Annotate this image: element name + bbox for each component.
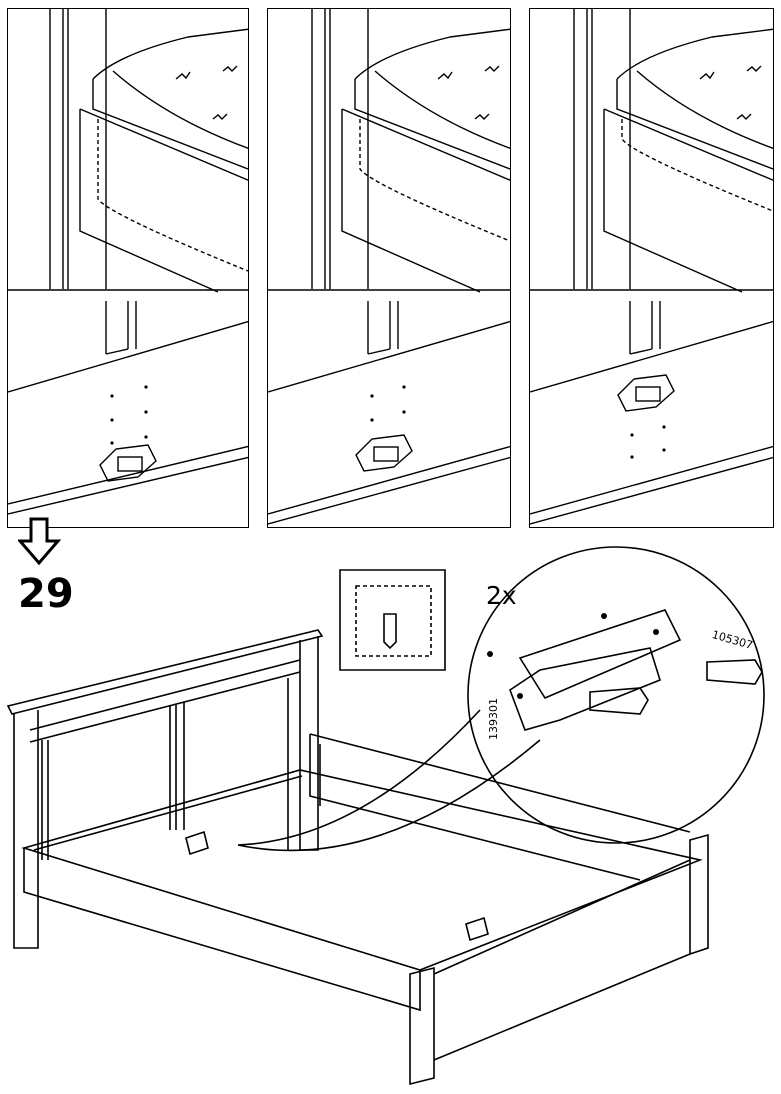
option-panel-1 bbox=[7, 8, 249, 528]
option-panel-3 bbox=[529, 8, 774, 528]
option-panel-2 bbox=[267, 8, 511, 528]
bracket-position-low-illustration bbox=[8, 9, 248, 515]
quantity-label: 2x bbox=[486, 581, 517, 610]
step-number: 29 bbox=[18, 571, 74, 617]
bracket-part-number: 139301 bbox=[487, 698, 500, 740]
bracket-position-middle-illustration bbox=[268, 9, 510, 525]
bracket-position-high-illustration bbox=[530, 9, 773, 525]
bed-assembly-illustration bbox=[6, 546, 765, 1086]
down-arrow-icon bbox=[18, 517, 62, 566]
